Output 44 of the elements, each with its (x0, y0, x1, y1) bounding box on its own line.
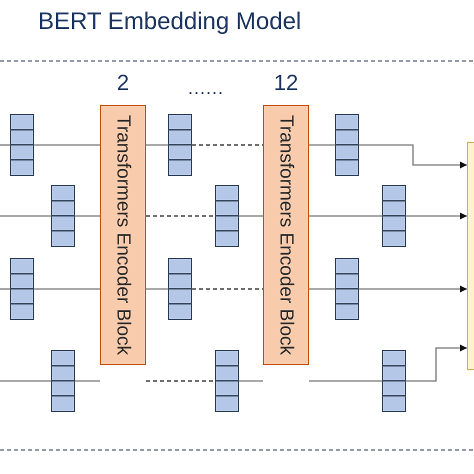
embedding-vector (51, 350, 75, 412)
connector (192, 144, 263, 146)
block-label: Transformers Encoder Block (114, 114, 132, 356)
embedding-vector (215, 350, 239, 412)
connector (0, 144, 10, 146)
title: BERT Embedding Model (38, 8, 302, 36)
connector (146, 215, 215, 217)
connector (239, 380, 263, 382)
connector (0, 288, 10, 290)
connector (309, 380, 382, 382)
embedding-vector (335, 258, 359, 320)
connector (75, 215, 100, 217)
connector (146, 288, 168, 290)
connector (359, 286, 467, 292)
encoder-block (100, 105, 146, 365)
connector (406, 212, 467, 220)
embedding-vector (10, 258, 34, 320)
connector (34, 144, 100, 146)
connector (192, 288, 263, 290)
ellipsis-label: ...... (188, 78, 224, 99)
connector (0, 380, 51, 382)
connector (0, 215, 51, 217)
layer-number: 2 (116, 70, 130, 96)
embedding-vector (382, 185, 406, 247)
connector (406, 344, 467, 382)
embedding-vector (168, 258, 192, 320)
connector (34, 288, 100, 290)
embedding-vector (168, 114, 192, 176)
embedding-vector (10, 114, 34, 176)
connector (75, 380, 100, 382)
connector (309, 144, 335, 146)
embedding-vector (215, 185, 239, 247)
encoder-block (263, 105, 309, 365)
embedding-vector (382, 350, 406, 412)
connector (309, 288, 335, 290)
connector (239, 215, 263, 217)
block-label: Transformers Encoder Block (276, 114, 296, 356)
connector (146, 380, 215, 382)
layer-number: 12 (274, 70, 298, 96)
connector (146, 144, 168, 146)
embedding-vector (51, 185, 75, 247)
embedding-vector (335, 114, 359, 176)
connector (309, 215, 382, 217)
connector (359, 144, 467, 168)
